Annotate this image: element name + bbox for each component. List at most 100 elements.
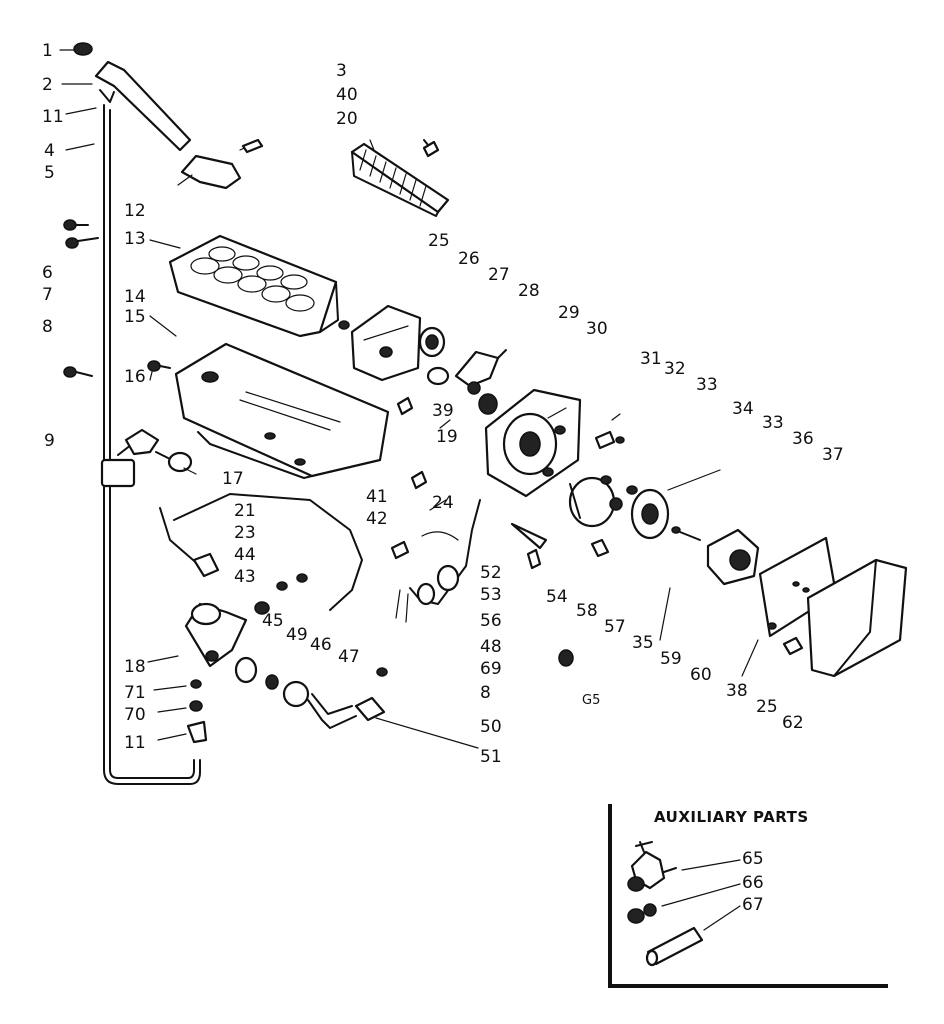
shutoff-bracket: [177, 138, 264, 190]
callout-17: 17: [222, 469, 244, 489]
mounting-plate: [338, 304, 446, 382]
callout-16: 16: [124, 367, 146, 387]
callout-26: 26: [458, 249, 480, 269]
callout-56: 56: [480, 611, 502, 631]
callout-28: 28: [518, 281, 540, 301]
leader-67: [703, 905, 741, 931]
callout-49: 49: [286, 625, 308, 645]
callout-18: 18: [124, 657, 146, 677]
callout-7: 7: [42, 285, 53, 305]
compression-fitting-icon: [627, 903, 657, 924]
leader-65: [681, 859, 741, 871]
copper-tube-icon: [645, 926, 704, 967]
callout-33b: 33: [762, 413, 784, 433]
thermostat-parts: [124, 428, 193, 473]
aux-item-65: 65: [742, 849, 764, 869]
switch-60: [671, 526, 760, 586]
cover-grille-20: [350, 139, 450, 217]
callout-58: 58: [576, 601, 598, 621]
wire-harness: [159, 493, 363, 611]
cam-28: [426, 349, 507, 388]
callout-41: 41: [366, 487, 388, 507]
callout-15: 15: [124, 307, 146, 327]
screw-16: [147, 360, 171, 372]
screws-41-42: [390, 396, 428, 560]
callout-30: 30: [586, 319, 608, 339]
aux-item-66: 66: [742, 873, 764, 893]
fill-cup-arm: [73, 42, 192, 152]
timing-gear: [626, 469, 721, 540]
callout-69: 69: [480, 659, 502, 679]
callout-32: 32: [664, 359, 686, 379]
callout-54: 54: [546, 587, 568, 607]
callout-14: 14: [124, 287, 146, 307]
valve-fittings: [234, 573, 310, 708]
callout-43: 43: [234, 567, 256, 587]
callout-39: 39: [432, 401, 454, 421]
callout-42: 42: [366, 509, 388, 529]
callout-33: 33: [696, 375, 718, 395]
callout-8b: 8: [480, 683, 491, 703]
screw-58: [590, 538, 610, 558]
auxiliary-parts-panel: AUXILIARY PARTS 65 66 67: [608, 804, 888, 988]
callout-1: 1: [42, 41, 53, 61]
callout-34: 34: [732, 399, 754, 419]
leader-lines: [59, 49, 759, 749]
callout-46: 46: [310, 635, 332, 655]
callout-g5: G5: [582, 693, 600, 708]
callout-11: 11: [42, 107, 64, 127]
callout-25b: 25: [756, 697, 778, 717]
callout-27: 27: [488, 265, 510, 285]
callout-21: 21: [234, 501, 256, 521]
callout-44: 44: [234, 545, 256, 565]
callout-11b: 11: [124, 733, 146, 753]
mold-support-housing: [174, 342, 390, 479]
callout-31: 31: [640, 349, 662, 369]
callout-48: 48: [480, 637, 502, 657]
callout-19: 19: [436, 427, 458, 447]
screw-25: [782, 636, 804, 656]
fill-tube-assembly: [100, 104, 201, 785]
callout-37: 37: [822, 445, 844, 465]
callout-20: 20: [336, 109, 358, 129]
callout-12: 12: [124, 201, 146, 221]
callout-60: 60: [690, 665, 712, 685]
motor-harness: [395, 499, 481, 623]
callout-70: 70: [124, 705, 146, 725]
callout-23: 23: [234, 523, 256, 543]
leader-66: [661, 883, 741, 907]
callout-2: 2: [42, 75, 53, 95]
motor-54: [568, 475, 623, 528]
callout-9: 9: [44, 431, 55, 451]
callout-50: 50: [480, 717, 502, 737]
callout-24: 24: [432, 493, 454, 513]
aux-item-67: 67: [742, 895, 764, 915]
screws-6-7: [63, 219, 99, 378]
callout-6: 6: [42, 263, 53, 283]
callout-71: 71: [124, 683, 146, 703]
ice-mold: [168, 234, 339, 338]
callout-52: 52: [480, 563, 502, 583]
lower-fittings: [186, 679, 208, 744]
callout-25: 25: [428, 231, 450, 251]
shutoff-wedge: [510, 522, 548, 570]
callout-labels: 1 2 11 4 5 3 40 20 12 13 14 15 16 6 7 8 …: [42, 41, 844, 767]
callout-8: 8: [42, 317, 53, 337]
inlet-tube: [307, 667, 388, 729]
callout-53: 53: [480, 585, 502, 605]
front-cover: [806, 558, 908, 678]
callout-29: 29: [558, 303, 580, 323]
callout-57: 57: [604, 617, 626, 637]
callout-13: 13: [124, 229, 146, 249]
callout-3: 3: [336, 61, 347, 81]
auxiliary-parts-title: AUXILIARY PARTS: [654, 808, 809, 826]
control-housing: [484, 388, 582, 498]
callout-45: 45: [262, 611, 284, 631]
callout-38: 38: [726, 681, 748, 701]
callout-62: 62: [782, 713, 804, 733]
part-69: [558, 649, 574, 667]
callout-59: 59: [660, 649, 682, 669]
gear-39: [467, 381, 498, 415]
callout-35: 35: [632, 633, 654, 653]
